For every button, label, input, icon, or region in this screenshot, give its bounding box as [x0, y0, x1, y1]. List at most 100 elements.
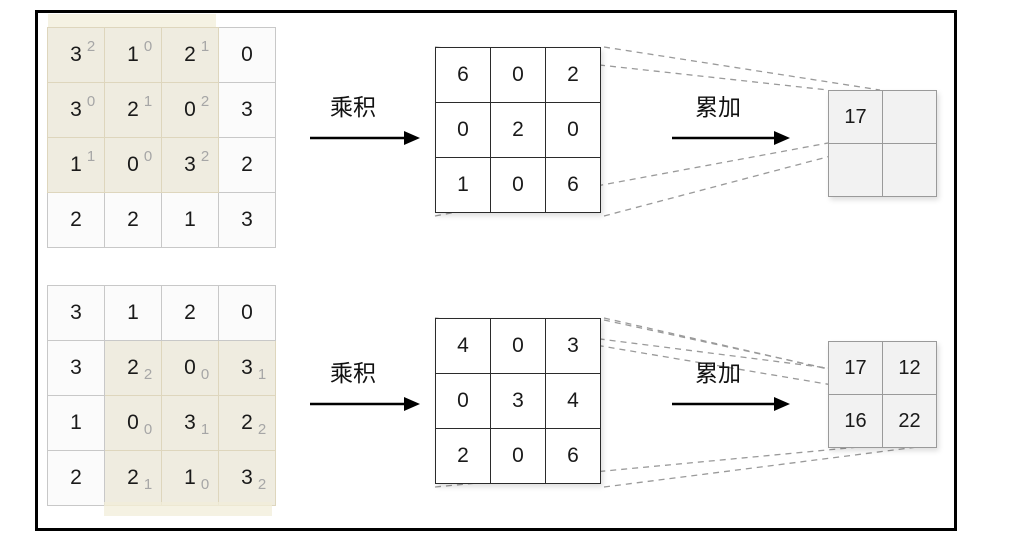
cell-value: 1 — [127, 301, 139, 324]
cell-value: 3 — [70, 98, 82, 121]
cell-value: 2 — [70, 466, 82, 489]
input-cell[interactable]: 0 — [218, 27, 276, 83]
kernel-value: 0 — [200, 366, 210, 383]
highlight-band-top — [48, 14, 216, 28]
input-cell[interactable]: 2 — [218, 137, 276, 193]
kernel-value: 0 — [143, 38, 153, 55]
output-matrix-top: 17 — [828, 90, 937, 197]
cell-value: 0 — [184, 356, 196, 379]
kernel-value: 2 — [200, 93, 210, 110]
output-cell: 17 — [828, 341, 883, 395]
cell-value: 3 — [70, 356, 82, 379]
cell-value: 0 — [241, 43, 253, 66]
output-cell: 12 — [882, 341, 937, 395]
accumulate-label-top: 累加 — [695, 94, 741, 120]
product-cell: 0 — [490, 318, 546, 374]
table-row: 17 — [828, 90, 937, 144]
cell-value: 0 — [127, 153, 139, 176]
cell-value: 3 — [241, 98, 253, 121]
cell-value: 3 — [70, 43, 82, 66]
input-cell[interactable]: 2 — [47, 192, 105, 248]
kernel-value: 2 — [86, 38, 96, 55]
output-cell — [882, 143, 937, 197]
input-cell[interactable]: 2 — [104, 192, 162, 248]
table-row — [828, 143, 937, 197]
product-cell: 4 — [435, 318, 491, 374]
cell-value: 1 — [70, 411, 82, 434]
output-cell: 16 — [828, 394, 883, 448]
input-cell[interactable]: 1 — [47, 395, 105, 451]
table-row: 0 2 0 — [435, 102, 601, 158]
cell-value: 0 — [184, 98, 196, 121]
table-row: 2 2 1 3 — [47, 192, 276, 248]
table-row: 4 0 3 — [435, 318, 601, 374]
output-matrix-bottom: 17 12 16 22 — [828, 341, 937, 448]
input-cell[interactable]: 1 — [104, 285, 162, 341]
table-row: 6 0 2 — [435, 47, 601, 103]
cell-value: 1 — [184, 466, 196, 489]
cell-value: 3 — [241, 356, 253, 379]
product-arrow-top — [310, 131, 420, 145]
output-cell: 17 — [828, 90, 883, 144]
input-cell[interactable]: 2 — [161, 285, 219, 341]
kernel-value: 2 — [257, 476, 267, 493]
input-cell[interactable]: 2 — [47, 450, 105, 506]
product-cell: 0 — [435, 102, 491, 158]
highlight-band-bottom — [104, 502, 272, 516]
output-cell — [882, 90, 937, 144]
product-matrix-bottom: 4 0 3 0 3 4 2 0 6 — [435, 318, 601, 484]
table-row: 16 22 — [828, 394, 937, 448]
kernel-value: 0 — [143, 148, 153, 165]
accumulate-label-bottom: 累加 — [695, 360, 741, 386]
product-label-top: 乘积 — [330, 94, 376, 120]
product-cell: 0 — [490, 157, 546, 213]
input-cell[interactable]: 3 — [47, 340, 105, 396]
product-cell: 0 — [490, 428, 546, 484]
kernel-value: 2 — [257, 421, 267, 438]
product-cell: 0 — [490, 47, 546, 103]
input-cell[interactable]: 3 — [47, 285, 105, 341]
product-matrix-top: 6 0 2 0 2 0 1 0 6 — [435, 47, 601, 213]
product-cell: 6 — [435, 47, 491, 103]
cell-value: 2 — [127, 356, 139, 379]
cell-value: 3 — [241, 208, 253, 231]
cell-value: 2 — [241, 153, 253, 176]
product-cell: 3 — [545, 318, 601, 374]
cell-value: 0 — [241, 301, 253, 324]
product-cell: 4 — [545, 373, 601, 429]
product-cell: 0 — [435, 373, 491, 429]
input-cell[interactable]: 3 — [218, 82, 276, 138]
input-cell[interactable]: 3 — [218, 192, 276, 248]
cell-value: 3 — [241, 466, 253, 489]
cell-value: 3 — [70, 301, 82, 324]
input-cell[interactable]: 1 — [161, 192, 219, 248]
cell-value: 2 — [70, 208, 82, 231]
input-cell[interactable]: 0 — [218, 285, 276, 341]
cell-value: 2 — [184, 43, 196, 66]
